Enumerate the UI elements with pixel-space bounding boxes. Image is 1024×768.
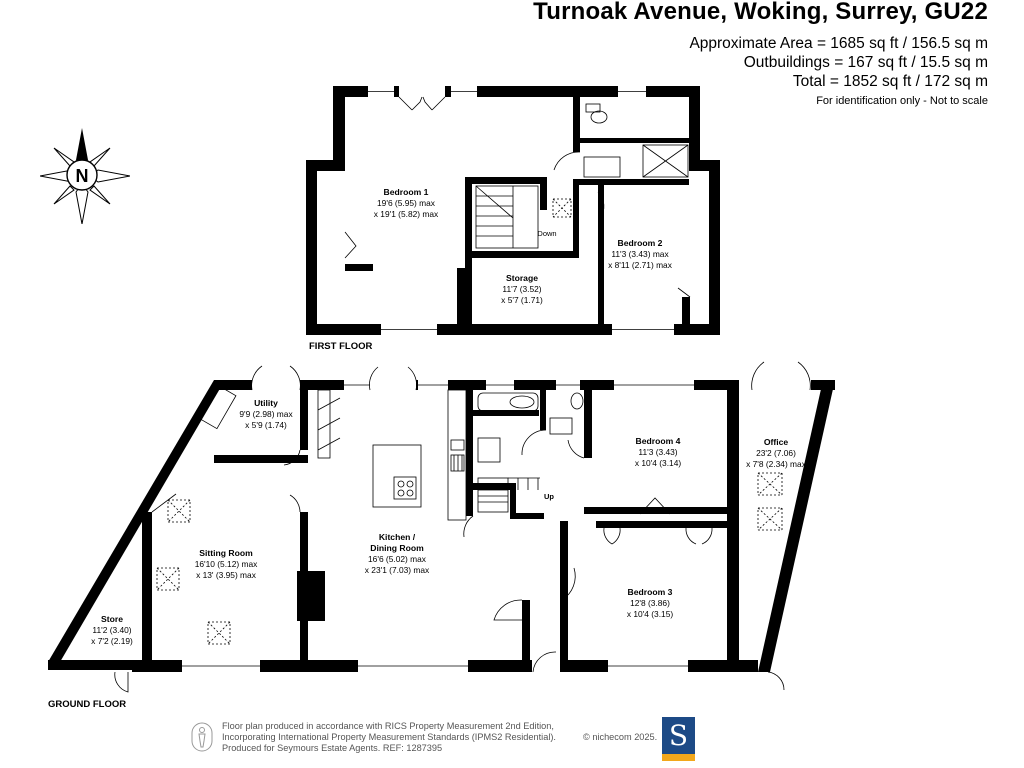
logo-letter: S (668, 719, 689, 752)
first-floor-label: FIRST FLOOR (309, 341, 373, 352)
room-name: Bedroom 2 (617, 238, 663, 248)
room-name: Sitting Room (199, 548, 253, 558)
total-area: Total = 1852 sq ft / 172 sq m (792, 73, 988, 90)
room-utility: Utility 9'9 (2.98) max x 5'9 (1.74) (239, 398, 292, 431)
footer-line: Produced for Seymours Estate Agents. REF… (222, 742, 443, 753)
room-dim: x 5'9 (1.74) (245, 420, 287, 430)
footer-text: Floor plan produced in accordance with R… (222, 721, 556, 753)
room-bedroom-2: Bedroom 2 11'3 (3.43) max x 8'11 (2.71) … (608, 238, 672, 271)
room-dim: 9'9 (2.98) max (239, 409, 293, 419)
room-name: Bedroom 4 (635, 436, 681, 446)
room-name: Storage (505, 273, 538, 283)
room-dim: 16'10 (5.12) max (194, 559, 258, 569)
room-kitchen-dining: Kitchen / Dining Room 16'6 (5.02) max x … (365, 532, 429, 576)
accessibility-person-icon (191, 722, 213, 752)
room-name: Kitchen / (378, 532, 416, 542)
room-dim: 11'2 (3.40) (92, 625, 132, 635)
room-dim: 11'3 (3.43) (638, 447, 678, 457)
room-sitting-room: Sitting Room 16'10 (5.12) max x 13' (3.9… (195, 548, 258, 581)
north-compass-icon: N (40, 128, 130, 224)
compass-north-label: N (76, 166, 89, 186)
room-dim: 12'8 (3.86) (630, 598, 670, 608)
room-bedroom-4: Bedroom 4 11'3 (3.43) x 10'4 (3.14) (635, 436, 681, 469)
ground-floor-label: GROUND FLOOR (48, 699, 127, 710)
ground-floor-lines (114, 361, 811, 693)
room-dim: 11'3 (3.43) max (611, 249, 669, 259)
room-dim: x 19'1 (5.82) max (373, 209, 439, 219)
room-dim: 11'7 (3.52) (502, 284, 542, 294)
room-name: Office (763, 437, 789, 447)
copyright-text: © nichecom 2025. (583, 732, 658, 742)
room-dim: 19'6 (5.95) max (377, 198, 435, 208)
room-store: Store 11'2 (3.40) x 7'2 (2.19) (91, 614, 133, 647)
room-name: Utility (254, 398, 278, 408)
room-dim: x 10'4 (3.14) (634, 458, 682, 468)
room-name: Store (101, 614, 123, 624)
footer-line: Incorporating International Property Mea… (222, 731, 556, 742)
seymours-logo: S (662, 717, 695, 761)
room-office: Office 23'2 (7.06) x 7'8 (2.34) max (746, 437, 806, 470)
room-dim: x 5'7 (1.71) (501, 295, 543, 305)
stairs-down-label: Down (537, 229, 557, 238)
room-bedroom-1: Bedroom 1 19'6 (5.95) max x 19'1 (5.82) … (374, 187, 438, 220)
room-dim: x 7'8 (2.34) max (746, 459, 806, 469)
logo-accent-bar (662, 754, 695, 761)
room-name: Bedroom 3 (627, 587, 673, 597)
room-dim: x 10'4 (3.15) (626, 609, 674, 619)
room-dim: x 8'11 (2.71) max (608, 260, 672, 270)
stairs-up-label: Up (544, 492, 554, 501)
room-dim: x 7'2 (2.19) (91, 636, 133, 646)
footer-line: Floor plan produced in accordance with R… (222, 721, 554, 731)
room-bedroom-3: Bedroom 3 12'8 (3.86) x 10'4 (3.15) (627, 587, 673, 620)
identification-note: For identification only - Not to scale (816, 95, 988, 107)
room-name-2: Dining Room (370, 543, 424, 553)
ground-floor-plan (48, 380, 835, 672)
room-dim: 23'2 (7.06) (756, 448, 796, 458)
room-dim: x 23'1 (7.03) max (364, 565, 430, 575)
room-storage: Storage 11'7 (3.52) x 5'7 (1.71) (501, 273, 543, 306)
first-floor-lines (344, 91, 691, 330)
room-dim: x 13' (3.95) max (196, 570, 256, 580)
room-name: Bedroom 1 (383, 187, 429, 197)
outbuildings-area: Outbuildings = 167 sq ft / 15.5 sq m (743, 54, 988, 71)
room-dim: 16'6 (5.02) max (368, 554, 426, 564)
property-title: Turnoak Avenue, Woking, Surrey, GU22 (533, 0, 988, 25)
approx-area: Approximate Area = 1685 sq ft / 156.5 sq… (689, 35, 988, 52)
